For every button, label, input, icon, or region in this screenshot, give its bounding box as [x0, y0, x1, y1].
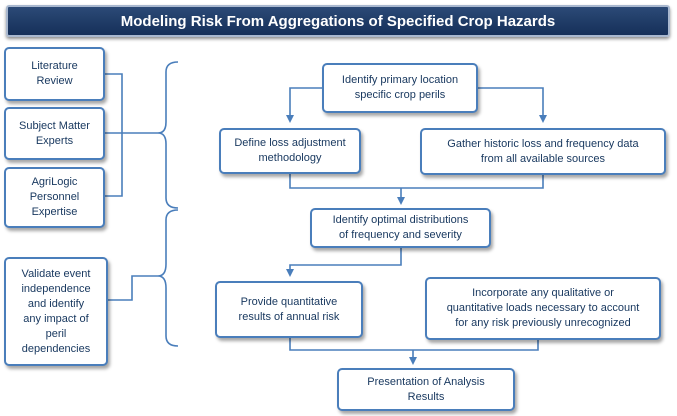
diagram-title-text: Modeling Risk From Aggregations of Speci… [120, 12, 556, 30]
step-label: Identify primary location specific crop … [341, 74, 459, 101]
step-identify-distributions: Identify optimal distributions of freque… [310, 208, 491, 248]
step-presentation: Presentation of Analysis Results [337, 368, 515, 411]
source-agrilogic-expertise: AgriLogic Personnel Expertise [4, 167, 105, 228]
bottom-merge-line [289, 338, 539, 351]
diagram-title: Modeling Risk From Aggregations of Speci… [6, 5, 670, 37]
step-identify-perils: Identify primary location specific crop … [322, 63, 478, 113]
source-label: Literature Review [31, 60, 78, 87]
step-label: Gather historic loss and frequency data … [447, 137, 639, 165]
merge-line [289, 174, 544, 189]
step-incorporate-loads: Incorporate any qualitative or quantitat… [425, 277, 661, 340]
step-gather-data: Gather historic loss and frequency data … [420, 128, 666, 175]
source-literature-review: Literature Review [4, 47, 105, 101]
step-label: Provide quantitative results of annual r… [238, 295, 340, 323]
step-label: Identify optimal distributions of freque… [332, 214, 469, 241]
source-validate-event: Validate event independence and identify… [4, 257, 108, 366]
step-label: Incorporate any qualitative or quantitat… [446, 287, 640, 329]
arrow-to-define-loss [286, 87, 322, 123]
arrow-to-gather-data [478, 87, 547, 123]
step-quantitative-results: Provide quantitative results of annual r… [215, 281, 363, 338]
connector-agrilogic [105, 133, 123, 197]
step-label: Define loss adjustment methodology [234, 137, 346, 164]
lower-brace [157, 209, 179, 347]
step-label: Presentation of Analysis Results [367, 375, 485, 403]
step-define-loss: Define loss adjustment methodology [219, 128, 361, 174]
upper-brace [157, 61, 179, 209]
source-label: Validate event independence and identify… [21, 267, 91, 355]
source-label: AgriLogic Personnel Expertise [29, 176, 80, 218]
arrow-to-quantitative [286, 248, 402, 277]
connector-validate [108, 275, 158, 301]
source-subject-matter-experts: Subject Matter Experts [4, 107, 105, 160]
source-label: Subject Matter Experts [19, 119, 90, 147]
connector-literature [105, 73, 123, 133]
